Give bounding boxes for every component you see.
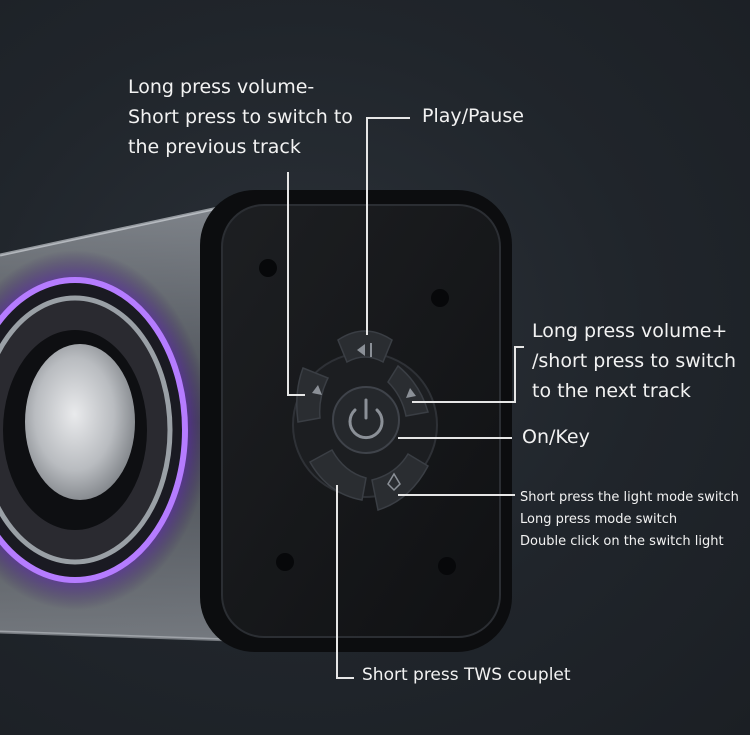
tws-button[interactable] [308,448,367,501]
callout-line-next [412,346,524,403]
volume-up-icon [406,388,416,398]
label-line: Long press volume- [128,76,315,98]
power-button[interactable] [332,386,400,454]
screw [438,557,456,575]
light-mode-button[interactable] [371,452,429,511]
label-line: /short press to switch [532,350,737,372]
label-line: Short press to switch to [128,106,353,128]
callout-line-play [366,117,410,335]
next-track-button[interactable] [387,364,429,417]
label-next-track: Long press volume+ /short press to switc… [532,316,736,406]
button-cluster [292,330,438,511]
callout-line-prev [287,172,305,396]
volume-down-icon [312,385,322,395]
label-play-pause: Play/Pause [422,105,524,127]
screw [431,289,449,307]
screw [259,259,277,277]
previous-track-button[interactable] [296,367,330,423]
label-light-mode: Short press the light mode switch Long p… [520,487,739,553]
callout-lines [287,117,524,679]
label-line: Long press mode switch [520,512,678,527]
previous-glyph-icon [357,344,365,356]
label-line: to the next track [532,380,691,402]
label-line: Short press the light mode switch [520,490,739,505]
light-icon [387,472,401,492]
speaker-driver [0,250,210,610]
callout-line-tws [336,485,354,679]
label-line: the previous track [128,136,301,158]
label-line: Double click on the switch light [520,534,724,549]
label-on-key: On/Key [522,426,590,448]
label-tws: Short press TWS couplet [362,665,571,685]
power-icon [348,408,384,440]
label-line: Long press volume+ [532,320,728,342]
label-previous-track: Long press volume- Short press to switch… [128,72,353,162]
screw [276,553,294,571]
